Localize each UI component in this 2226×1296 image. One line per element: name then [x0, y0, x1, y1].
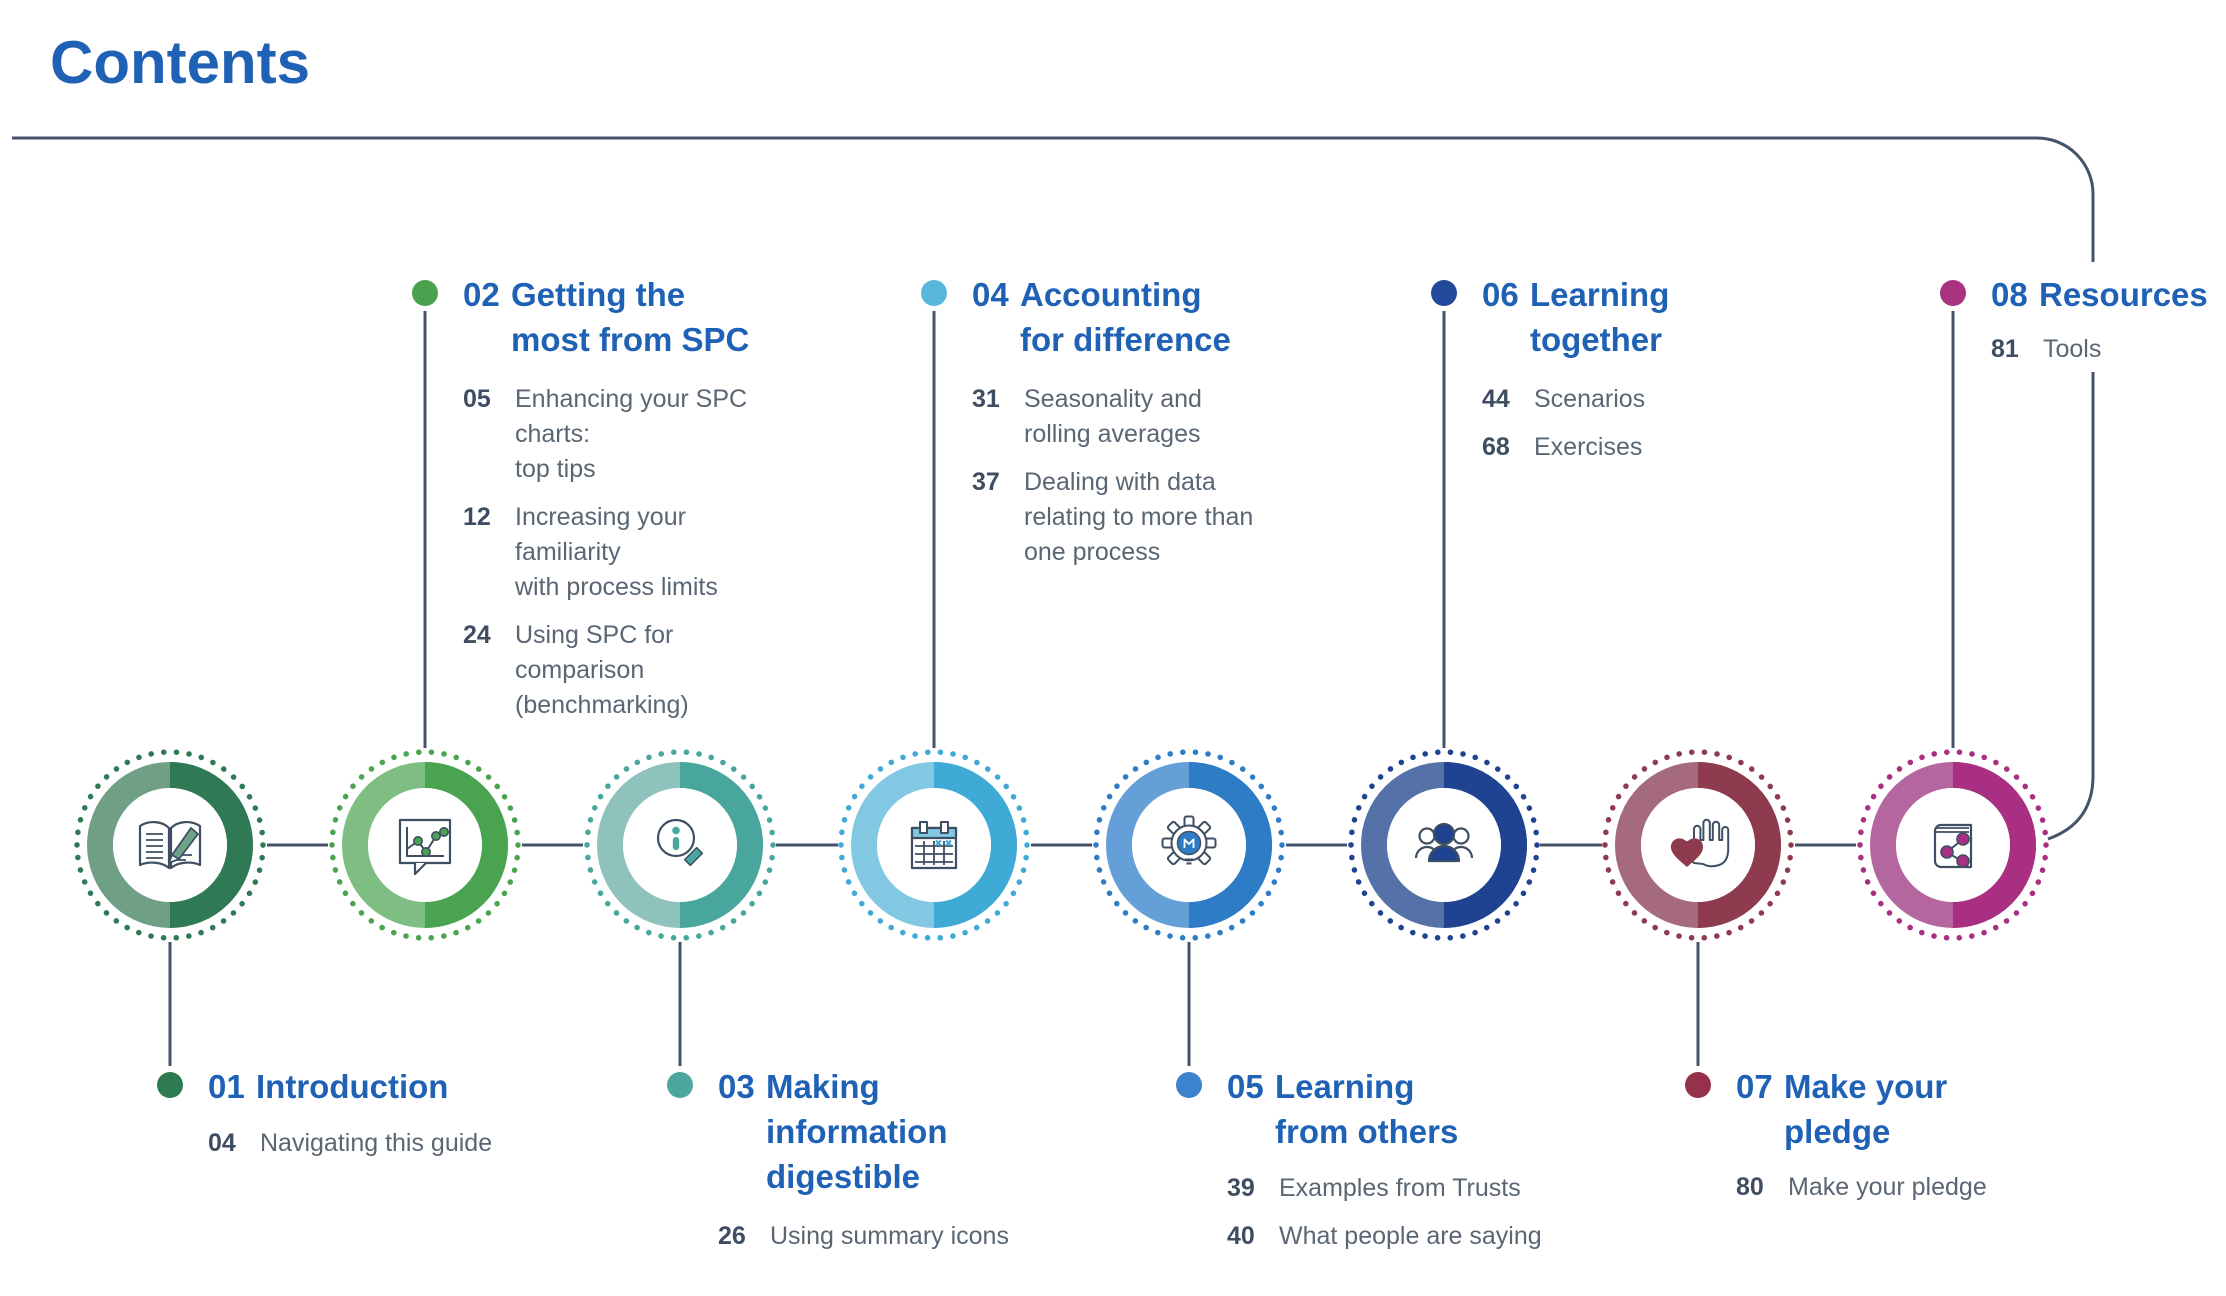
section-04-dot: [921, 280, 947, 306]
people-group-icon: [1414, 822, 1474, 863]
toc-entry[interactable]: 80 Make your pledge: [1736, 1170, 2066, 1205]
chapter-title: Accounting for difference: [1020, 276, 1231, 358]
chapter-05-circle: [1093, 749, 1285, 941]
toc-page-number: 80: [1736, 1173, 1764, 1201]
toc-page-number: 37: [972, 468, 1000, 496]
toc-entry[interactable]: 12 Increasing your familiarity with proc…: [463, 500, 793, 605]
section-08-dot: [1940, 280, 1966, 306]
chart-speech-bubble-icon: [398, 818, 452, 876]
open-book-pencil-icon: [138, 821, 202, 870]
chapter-title: Getting the most from SPC: [511, 276, 750, 358]
toc-entry-label: Seasonality and rolling averages: [1024, 385, 1202, 448]
toc-entry[interactable]: 40 What people are saying: [1227, 1219, 1557, 1254]
toc-entry-label: Examples from Trusts: [1279, 1174, 1521, 1202]
book-share-icon: [1933, 823, 1973, 869]
section-07-make-your-pledge[interactable]: 07 Make your pledge 80 Make your pledge: [1685, 1064, 2066, 1218]
chapter-01-circle: [74, 749, 266, 941]
toc-page-number: 26: [718, 1222, 746, 1250]
right-drop-line: [2047, 372, 2095, 841]
chapter-number: 04: [972, 276, 1009, 313]
toc-entry[interactable]: 81 Tools: [1991, 332, 2226, 367]
heart-hand-icon: [1670, 818, 1730, 868]
section-04-accounting-for-difference[interactable]: 04 Accounting for difference 31 Seasonal…: [921, 272, 1302, 583]
toc-page-number: 44: [1482, 385, 1510, 413]
toc-entry[interactable]: 04 Navigating this guide: [208, 1126, 538, 1161]
section-03-making-information-digestible[interactable]: 03 Making information digestible 26 Usin…: [667, 1064, 1048, 1267]
chapter-number: 07: [1736, 1068, 1773, 1105]
calendar-icon: [910, 821, 958, 870]
chapter-04-circle: [838, 749, 1030, 941]
toc-entry-label: What people are saying: [1279, 1222, 1542, 1250]
section-01-introduction[interactable]: 01 Introduction 04 Navigating this guide: [157, 1064, 538, 1174]
section-04-heading[interactable]: 04 Accounting for difference: [972, 272, 1302, 362]
section-01-dot: [157, 1072, 183, 1098]
page-title: Contents: [50, 29, 310, 96]
toc-page-number: 40: [1227, 1222, 1255, 1250]
chapter-number: 06: [1482, 276, 1519, 313]
toc-page-number: 24: [463, 621, 491, 649]
chapter-08-circle: [1857, 749, 2049, 941]
chapter-title: Introduction: [256, 1068, 449, 1105]
toc-entry[interactable]: 68 Exercises: [1482, 430, 1812, 465]
section-06-learning-together[interactable]: 06 Learning together 44 Scenarios 68 Exe…: [1431, 272, 1812, 478]
section-06-heading[interactable]: 06 Learning together: [1482, 272, 1812, 362]
toc-entry-label: Enhancing your SPC charts: top tips: [515, 385, 748, 483]
chapter-number: 02: [463, 276, 500, 313]
section-02-dot: [412, 280, 438, 306]
section-08-resources[interactable]: 08 Resources 81 Tools: [1940, 272, 2226, 380]
chapter-07-circle: [1602, 749, 1794, 941]
chapter-number: 08: [1991, 276, 2028, 313]
toc-entry-label: Dealing with data relating to more than …: [1024, 468, 1254, 566]
chapter-06-circle: [1348, 749, 1540, 941]
toc-page-number: 04: [208, 1129, 236, 1157]
section-03-dot: [667, 1072, 693, 1098]
section-02-getting-the-most-from-spc[interactable]: 02 Getting the most from SPC 05 Enhancin…: [412, 272, 793, 736]
chapter-title: Resources: [2039, 276, 2208, 313]
section-07-dot: [1685, 1072, 1711, 1098]
toc-page-number: 05: [463, 385, 491, 413]
toc-entry-label: Navigating this guide: [260, 1129, 493, 1157]
title-rule-and-corner: [12, 136, 2095, 262]
toc-page-number: 68: [1482, 433, 1510, 461]
chapter-number: 03: [718, 1068, 755, 1105]
chapter-title: Learning from others: [1275, 1068, 1459, 1150]
section-05-heading[interactable]: 05 Learning from others: [1227, 1064, 1557, 1154]
section-01-heading[interactable]: 01 Introduction: [208, 1064, 538, 1109]
section-03-heading[interactable]: 03 Making information digestible: [718, 1064, 1048, 1199]
toc-entry-label: Using SPC for comparison (benchmarking): [515, 621, 689, 719]
section-05-dot: [1176, 1072, 1202, 1098]
chapter-title: Make your pledge: [1784, 1068, 1948, 1150]
toc-page-number: 12: [463, 503, 491, 531]
section-07-heading[interactable]: 07 Make your pledge: [1736, 1064, 2066, 1154]
section-02-heading[interactable]: 02 Getting the most from SPC: [463, 272, 793, 362]
toc-entry-label: Tools: [2043, 335, 2102, 363]
toc-entry[interactable]: 44 Scenarios: [1482, 382, 1812, 417]
chapter-number: 01: [208, 1068, 245, 1105]
toc-entry-label: Increasing your familiarity with process…: [515, 503, 718, 601]
toc-entry-label: Exercises: [1534, 433, 1643, 461]
toc-page-number: 31: [972, 385, 1000, 413]
section-05-learning-from-others[interactable]: 05 Learning from others 39 Examples from…: [1176, 1064, 1557, 1267]
section-06-dot: [1431, 280, 1457, 306]
toc-entry[interactable]: 05 Enhancing your SPC charts: top tips: [463, 382, 793, 487]
toc-entry[interactable]: 31 Seasonality and rolling averages: [972, 382, 1302, 452]
chapter-02-circle: [329, 749, 521, 941]
toc-page-number: 81: [1991, 335, 2019, 363]
chapter-number: 05: [1227, 1068, 1264, 1105]
section-08-heading[interactable]: 08 Resources: [1991, 272, 2226, 317]
toc-entry-label: Make your pledge: [1788, 1173, 1987, 1201]
toc-entry-label: Using summary icons: [770, 1222, 1009, 1250]
toc-entry[interactable]: 26 Using summary icons: [718, 1219, 1048, 1254]
gear-lightbulb-icon: [1161, 815, 1217, 866]
chapter-title: Making information digestible: [766, 1068, 948, 1195]
toc-entry[interactable]: 39 Examples from Trusts: [1227, 1171, 1557, 1206]
info-magnifier-icon: [656, 818, 704, 867]
chapter-title: Learning together: [1530, 276, 1670, 358]
toc-entry[interactable]: 24 Using SPC for comparison (benchmarkin…: [463, 618, 793, 723]
toc-entry-label: Scenarios: [1534, 385, 1646, 413]
toc-page-number: 39: [1227, 1174, 1255, 1202]
chapter-03-circle: [584, 749, 776, 941]
toc-entry[interactable]: 37 Dealing with data relating to more th…: [972, 465, 1302, 570]
